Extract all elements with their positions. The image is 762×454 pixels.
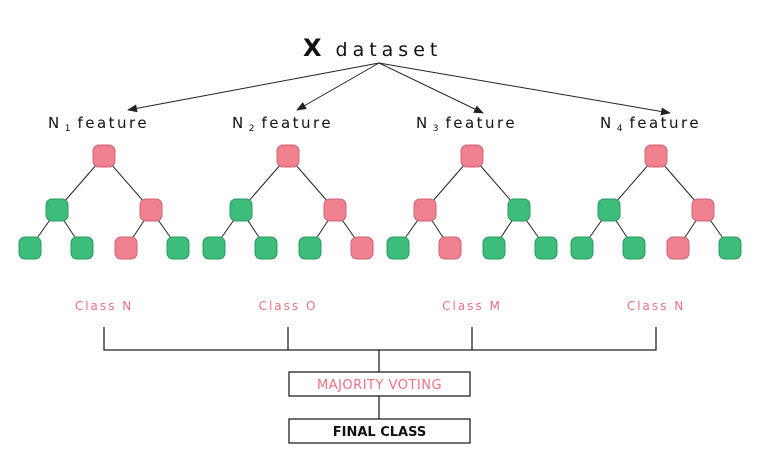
class-label-3: Class M: [442, 299, 502, 313]
dataset-arrow-3: [378, 62, 484, 114]
bracket-line: [103, 327, 657, 351]
tree-2: [202, 144, 374, 260]
dataset-arrows: [127, 62, 671, 116]
tree-leaf-node: [718, 236, 742, 260]
tree-leaf-node: [18, 236, 42, 260]
tree-leaf-node: [438, 236, 462, 260]
tree-root-node: [644, 144, 668, 168]
feature-subscript: 3: [433, 124, 439, 134]
tree-right-node: [323, 198, 347, 222]
dataset-arrow-4: [378, 62, 671, 116]
feature-word: feature: [77, 114, 149, 132]
tree-leaf-node: [570, 236, 594, 260]
tree-right-node: [691, 198, 715, 222]
class-label-1: Class N: [75, 299, 133, 313]
tree-left-node: [229, 198, 253, 222]
tree-left-node: [45, 198, 69, 222]
dataset-title-x: X: [303, 34, 322, 62]
dataset-arrow-2: [296, 62, 380, 111]
tree-root-node: [92, 144, 116, 168]
feature-letter: N: [600, 114, 614, 132]
tree-4: [570, 144, 742, 260]
feature-letter: N: [416, 114, 430, 132]
feature-subscript: 2: [249, 124, 255, 134]
final-class-box: [288, 418, 471, 444]
feature-letter: N: [48, 114, 62, 132]
tree-left-node: [413, 198, 437, 222]
tree-leaf-node: [114, 236, 138, 260]
class-label-4: Class N: [627, 299, 685, 313]
tree-leaf-node: [350, 236, 374, 260]
tree-leaf-node: [482, 236, 506, 260]
tree-root-node: [460, 144, 484, 168]
class-labels: Class N Class O Class M Class N: [75, 299, 685, 313]
feature-subscript: 4: [617, 124, 623, 134]
feature-letter: N: [232, 114, 246, 132]
tree-root-node: [276, 144, 300, 168]
voting-bracket: [103, 327, 657, 372]
tree-leaf-node: [298, 236, 322, 260]
feature-word: feature: [629, 114, 701, 132]
tree-right-node: [507, 198, 531, 222]
dataset-arrow-1: [127, 62, 380, 113]
class-label-2: Class O: [259, 299, 318, 313]
tree-3: [386, 144, 558, 260]
tree-leaf-node: [666, 236, 690, 260]
dataset-title-word: dataset: [336, 39, 443, 61]
tree-leaf-node: [166, 236, 190, 260]
tree-1: [18, 144, 190, 260]
tree-leaf-node: [70, 236, 94, 260]
tree-leaf-node: [202, 236, 226, 260]
tree-leaf-node: [622, 236, 646, 260]
majority-voting-label: MAJORITY VOTING: [317, 378, 442, 393]
final-class-label: FINAL CLASS: [333, 425, 427, 440]
feature-word: feature: [261, 114, 333, 132]
feature-word: feature: [445, 114, 517, 132]
tree-leaf-node: [534, 236, 558, 260]
tree-right-node: [139, 198, 163, 222]
tree-left-node: [597, 198, 621, 222]
decision-trees: [18, 144, 742, 260]
majority-voting-box: [288, 371, 471, 397]
feature-subscript: 1: [65, 124, 71, 134]
tree-leaf-node: [254, 236, 278, 260]
tree-leaf-node: [386, 236, 410, 260]
